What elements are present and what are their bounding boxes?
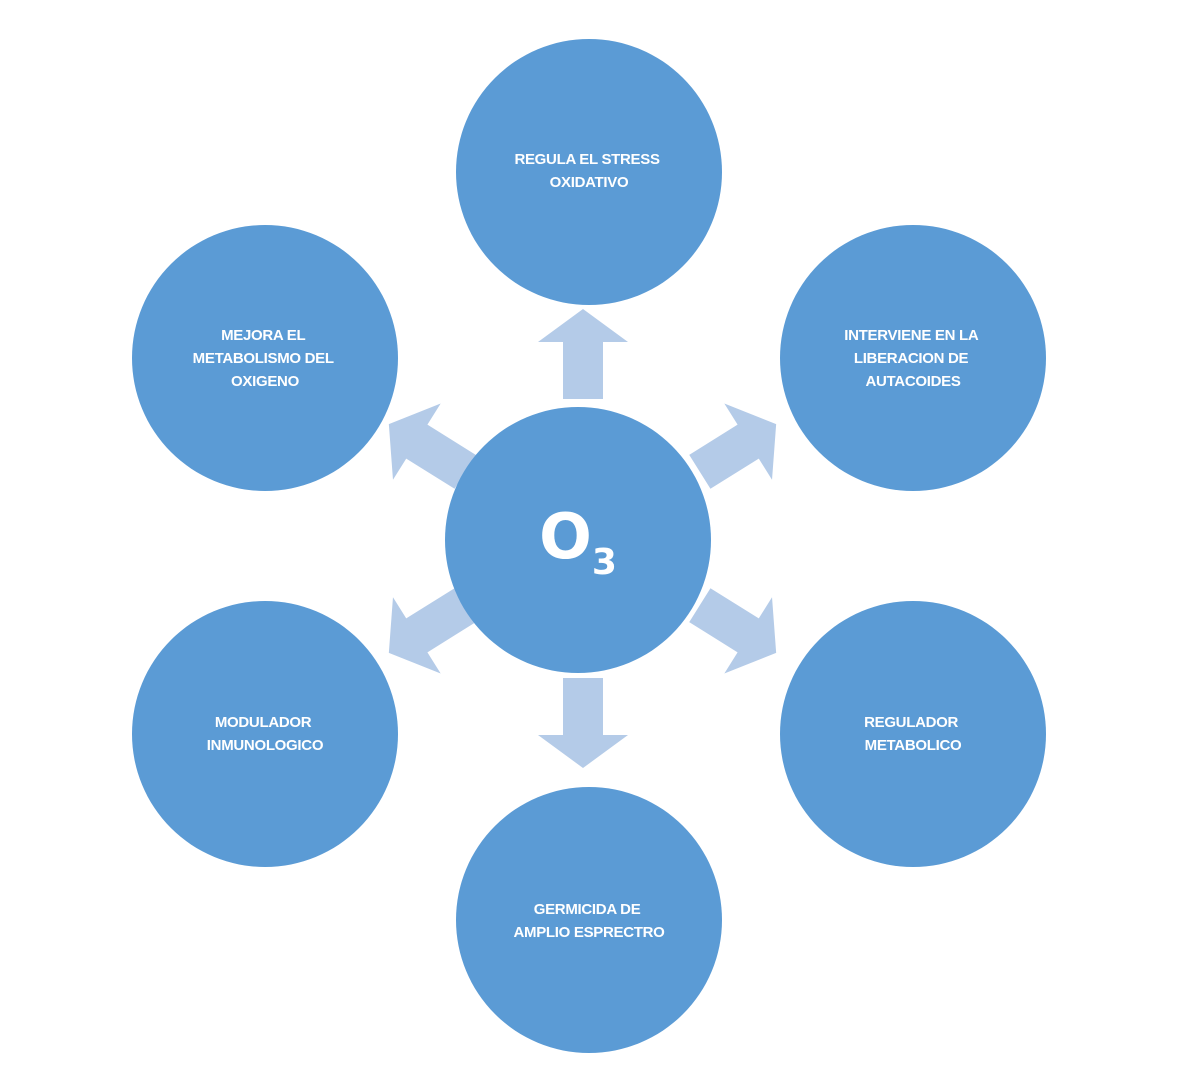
node-circle [456,787,722,1053]
node-circle [780,601,1046,867]
node-circle [456,39,722,305]
formula-subscript: 3 [592,542,617,583]
node-label: INTERVIENE EN LA LIBERACION DE AUTACOIDE… [844,327,981,390]
node-metabolismo-oxigeno: MEJORA EL METABOLISMO DEL OXIGENO [132,225,398,491]
node-modulador-inmunologico: MODULADOR INMUNOLOGICO [132,601,398,867]
node-label: REGULA EL STRESS OXIDATIVO [514,151,663,191]
label-line: LIBERACION DE [854,350,969,367]
node-label: MODULADOR INMUNOLOGICO [207,714,324,754]
label-line: INTERVIENE EN LA [844,327,979,344]
node-label: MEJORA EL METABOLISMO DEL OXIGENO [193,327,338,390]
label-line: OXIDATIVO [550,174,629,191]
node-circle [780,225,1046,491]
arrow-top-left [388,403,476,489]
formula-main: O [539,500,592,573]
label-line: METABOLISMO DEL [193,350,334,367]
center-circle [445,407,711,673]
arrow-bottom-right [689,588,777,674]
label-line: GERMICIDA DE [534,901,641,918]
label-line: METABOLICO [865,737,962,754]
label-line: REGULA EL STRESS [514,151,660,168]
arrow-top-right [689,403,777,489]
arrow-bottom [538,678,628,768]
label-line: MEJORA EL [221,327,305,344]
ozone-formula: O3 [539,500,617,583]
label-line: MODULADOR [215,714,312,731]
arrow-top [538,309,628,399]
node-label: REGULADOR METABOLICO [864,714,962,754]
node-label: GERMICIDA DE AMPLIO ESPRECTRO [513,901,665,941]
arrow-bottom-left [388,588,476,674]
center-node: O3 [445,407,711,673]
label-line: INMUNOLOGICO [207,737,324,754]
node-liberacion-autacoides: INTERVIENE EN LA LIBERACION DE AUTACOIDE… [780,225,1046,491]
node-circle [132,225,398,491]
label-line: OXIGENO [231,373,300,390]
node-regulador-metabolico: REGULADOR METABOLICO [780,601,1046,867]
label-line: AMPLIO ESPRECTRO [513,924,665,941]
arrows-group [388,309,777,768]
node-circle [132,601,398,867]
label-line: AUTACOIDES [865,373,960,390]
node-regula-stress: REGULA EL STRESS OXIDATIVO [456,39,722,305]
node-germicida: GERMICIDA DE AMPLIO ESPRECTRO [456,787,722,1053]
label-line: REGULADOR [864,714,958,731]
